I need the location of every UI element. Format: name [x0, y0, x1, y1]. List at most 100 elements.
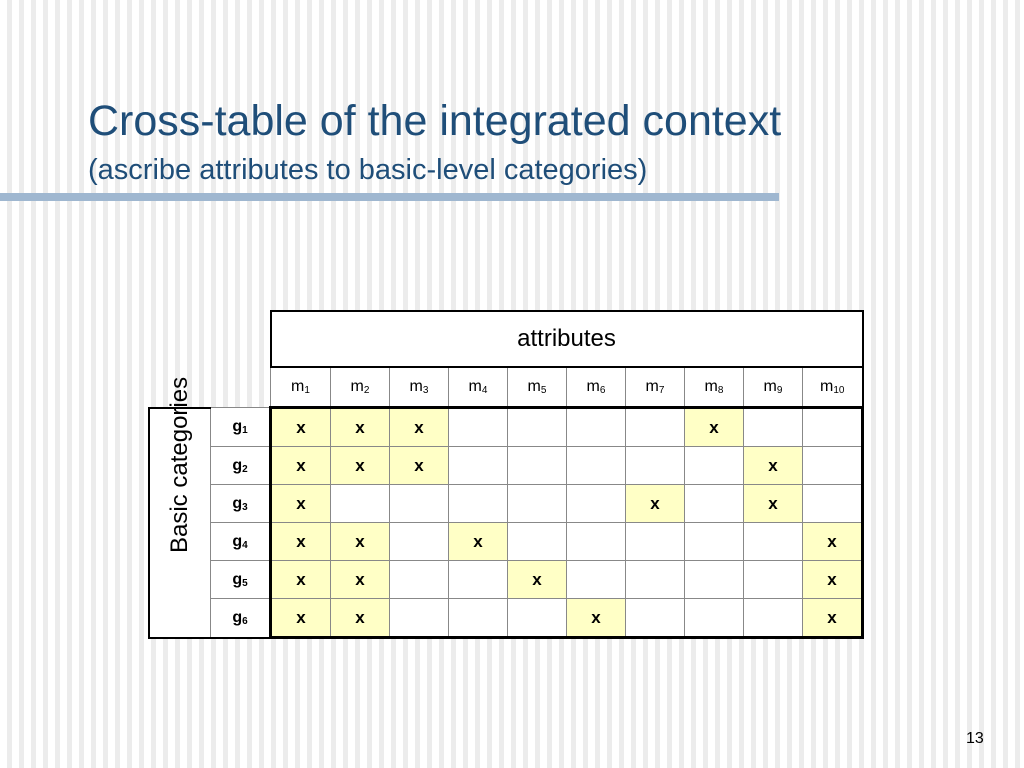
cell-g6-m7: [625, 598, 685, 639]
cell-g1-m3: x: [389, 407, 449, 447]
cell-g4-m10: x: [802, 522, 864, 561]
attribute-header-base: m: [527, 378, 541, 395]
page-number: 13: [966, 730, 984, 747]
category-label-subscript: 4: [242, 539, 248, 551]
category-label-g4: g4: [210, 522, 272, 561]
cell-g5-m7: [625, 560, 685, 599]
title-divider: [0, 193, 779, 201]
cell-g3-m5: [507, 484, 567, 523]
attribute-header-m9: m9: [743, 366, 803, 409]
attribute-header-subscript: 4: [481, 385, 488, 396]
cell-g3-m7: x: [625, 484, 685, 523]
cell-g1-m10: [802, 407, 864, 447]
cell-g4-m5: [507, 522, 567, 561]
cell-g3-m4: [448, 484, 508, 523]
attribute-header-subscript: 2: [363, 385, 370, 396]
attribute-header-base: m: [820, 378, 834, 395]
cell-g6-m3: [389, 598, 449, 639]
attribute-header-m8: m8: [684, 366, 744, 409]
cell-g6-m5: [507, 598, 567, 639]
cell-g5-m8: [684, 560, 744, 599]
attribute-header-m10: m10: [802, 366, 864, 409]
category-label-subscript: 2: [242, 463, 248, 475]
cell-g6-m10: x: [802, 598, 864, 639]
corner-cell: [149, 311, 211, 367]
attribute-header-subscript: 3: [422, 385, 429, 396]
attribute-header-m7: m7: [625, 366, 685, 409]
cell-g1-m4: [448, 407, 508, 447]
cell-g3-m10: [802, 484, 864, 523]
attribute-header-subscript: 9: [776, 385, 783, 396]
attribute-header-base: m: [704, 378, 718, 395]
attribute-header-m2: m2: [330, 366, 390, 409]
category-label-base: g: [232, 608, 243, 626]
attribute-header-base: m: [291, 378, 305, 395]
category-label-g6: g6: [210, 598, 272, 639]
cell-g4-m7: [625, 522, 685, 561]
cell-g4-m4: x: [448, 522, 508, 561]
category-label-subscript: 6: [242, 615, 248, 627]
cell-g1-m1: x: [270, 407, 331, 447]
category-label-base: g: [232, 570, 243, 588]
corner-cell: [211, 367, 271, 408]
attribute-header-m4: m4: [448, 366, 508, 409]
cell-g2-m9: x: [743, 446, 803, 485]
cell-g2-m3: x: [389, 446, 449, 485]
attribute-header-m1: m1: [270, 366, 331, 409]
attribute-header-base: m: [586, 378, 600, 395]
cell-g4-m6: [566, 522, 626, 561]
category-label-subscript: 5: [242, 577, 248, 589]
cell-g3-m8: [684, 484, 744, 523]
cell-g5-m1: x: [270, 560, 331, 599]
cell-g4-m1: x: [270, 522, 331, 561]
attribute-header-subscript: 6: [599, 385, 606, 396]
cell-g2-m4: [448, 446, 508, 485]
cell-g5-m3: [389, 560, 449, 599]
category-label-g2: g2: [210, 446, 272, 485]
attributes-header: attributes: [269, 310, 864, 368]
cell-g5-m4: [448, 560, 508, 599]
basic-categories-label-cell: Basic categories: [148, 376, 211, 639]
category-label-g3: g3: [210, 484, 272, 523]
cell-g6-m8: [684, 598, 744, 639]
cell-g1-m6: [566, 407, 626, 447]
attribute-header-base: m: [645, 378, 659, 395]
cell-g2-m7: [625, 446, 685, 485]
cell-g1-m7: [625, 407, 685, 447]
attribute-header-m6: m6: [566, 366, 626, 409]
attribute-header-subscript: 7: [658, 385, 665, 396]
cell-g3-m3: [389, 484, 449, 523]
slide-subtitle: (ascribe attributes to basic-level categ…: [88, 154, 648, 186]
category-label-g5: g5: [210, 560, 272, 599]
cell-g5-m5: x: [507, 560, 567, 599]
cell-g5-m10: x: [802, 560, 864, 599]
cell-g2-m10: [802, 446, 864, 485]
cell-g3-m2: [330, 484, 390, 523]
cell-g1-m8: x: [684, 407, 744, 447]
category-label-base: g: [232, 456, 243, 474]
cell-g6-m6: x: [566, 598, 626, 639]
attribute-header-base: m: [468, 378, 482, 395]
category-label-base: g: [232, 418, 243, 435]
header-row-attributes: attributes: [149, 310, 864, 368]
cell-g4-m2: x: [330, 522, 390, 561]
basic-categories-label: Basic categories: [166, 376, 193, 553]
cell-g4-m9: [743, 522, 803, 561]
category-label-subscript: 3: [242, 501, 248, 513]
attribute-header-m5: m5: [507, 366, 567, 409]
corner-cell: [211, 311, 271, 367]
cell-g5-m9: [743, 560, 803, 599]
attribute-header-subscript: 5: [540, 385, 547, 396]
cell-g2-m1: x: [270, 446, 331, 485]
cell-g3-m1: x: [270, 484, 331, 523]
attribute-header-base: m: [409, 378, 423, 395]
attribute-header-m3: m3: [389, 366, 449, 409]
slide-title: Cross-table of the integrated context: [88, 97, 782, 145]
cell-g2-m5: [507, 446, 567, 485]
